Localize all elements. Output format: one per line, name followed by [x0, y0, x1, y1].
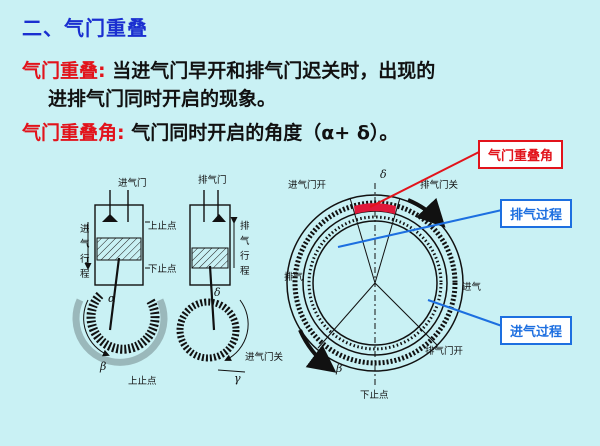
piston-left [96, 237, 142, 261]
label-exhaust-stroke-4: 程 [240, 266, 250, 277]
exhaust-valve-head [212, 214, 226, 222]
label-beta-right: β [335, 362, 342, 375]
definition-line-1: 气门重叠: 当进气门早开和排气门迟关时，出现的 [22, 56, 435, 83]
label-exhaust-close: 排气门关 [420, 179, 459, 191]
term-valve-overlap-angle: 气门重叠角: [22, 122, 125, 144]
label-exhaust-stroke-3: 行 [240, 250, 250, 262]
label-exhaust-stroke-1: 排 [240, 220, 250, 232]
callout-exhaust-process: 排气过程 [500, 199, 573, 228]
exhaust-engine-figure [176, 190, 249, 373]
label-intake-valve: 进气门 [118, 177, 147, 189]
label-intake-stroke-4: 程 [80, 269, 90, 280]
label-exhaust-valve: 排气门 [198, 174, 227, 186]
intake-engine-figure [72, 190, 168, 366]
definition-line-2: 进排气门同时开启的现象。 [48, 84, 276, 111]
label-bdc-left: 下止点 [148, 263, 177, 275]
connecting-rod-middle [208, 265, 216, 331]
cylinder-left [94, 204, 144, 286]
label-intake-stroke-2: 气 [80, 238, 90, 250]
label-intake: 进气 [462, 281, 482, 293]
section-heading: 二、气门重叠 [22, 16, 148, 40]
label-tdc-bottom: 上止点 [128, 375, 157, 387]
label-exhaust: 排气 [284, 271, 304, 283]
callout-overlap-angle: 气门重叠角 [478, 140, 564, 169]
exhaust-close-radius [374, 197, 401, 284]
label-delta: δ [380, 168, 387, 181]
label-exhaust-open: 排气门开 [425, 345, 464, 357]
valve-timing-circle [286, 183, 464, 385]
callout-intake-process: 进气过程 [500, 316, 573, 345]
crank-circle-middle [176, 298, 240, 362]
definition-text-2: 进排气门同时开启的现象。 [48, 88, 277, 110]
diagram-labels: 进气门 排气门 上止点 下止点 排 气 行 程 进 气 行 程 上止点 进气门开… [80, 168, 482, 401]
overlap-highlight [354, 203, 396, 214]
crank-circle-left [86, 291, 160, 354]
label-intake-stroke-1: 进 [80, 224, 90, 235]
label-exhaust-stroke-2: 气 [240, 235, 250, 247]
callout-line-intake [427, 299, 503, 327]
callout-line-overlap [369, 150, 482, 208]
label-intake-open: 进气门开 [288, 179, 327, 191]
label-tdc-left: 上止点 [148, 220, 177, 232]
definition-line-3: 气门重叠角: 气门同时开启的角度（α+ δ）。 [22, 118, 398, 145]
term-valve-overlap: 气门重叠: [22, 60, 106, 82]
label-beta-left: β [99, 360, 106, 373]
label-gamma: γ [234, 372, 241, 385]
connecting-rod-left [108, 257, 121, 331]
callout-line-exhaust [337, 209, 503, 248]
piston-middle [191, 247, 229, 269]
label-intake-close: 进气门关 [245, 351, 284, 363]
definition-text-1: 当进气门早开和排气门迟关时，出现的 [105, 60, 436, 82]
label-alpha-left: α [108, 292, 116, 305]
intake-valve-head [102, 214, 118, 222]
cylinder-middle [189, 204, 231, 286]
definition-text-3: 气门同时开启的角度（α+ δ）。 [124, 122, 399, 144]
label-intake-stroke-3: 行 [80, 253, 90, 265]
label-delta-middle: δ [214, 286, 221, 299]
label-bdc-bottom: 下止点 [360, 389, 389, 401]
